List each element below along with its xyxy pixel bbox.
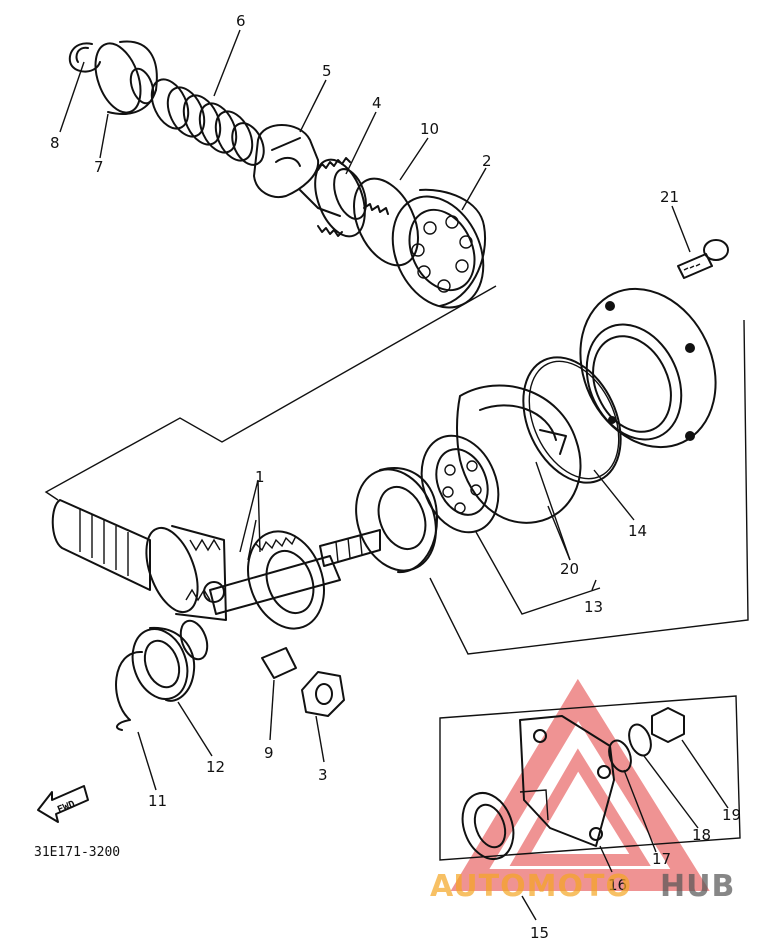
label-part-1: 1 [255, 468, 265, 486]
bearing-12 [131, 619, 209, 702]
part-number-labels: 1 2 3 4 5 6 7 8 9 10 11 12 13 14 15 16 1… [50, 12, 741, 942]
flange-assembly [461, 707, 685, 860]
spring-6 [150, 78, 265, 166]
label-part-7: 7 [94, 158, 104, 176]
label-part-19: 19 [722, 806, 741, 824]
bearing-2 [391, 188, 487, 309]
label-part-18: 18 [692, 826, 711, 844]
circlip-8 [68, 42, 101, 73]
gear-4 [314, 157, 367, 238]
label-part-9: 9 [264, 744, 274, 762]
label-part-8: 8 [50, 134, 60, 152]
fwd-label: FWD [56, 799, 77, 816]
main-shaft-assembly [51, 499, 381, 630]
label-part-11: 11 [148, 792, 167, 810]
group-bracket-13-inner [475, 531, 601, 615]
leader-lines [59, 29, 729, 921]
label-part-20: 20 [560, 560, 579, 578]
group-bracket-upper [44, 285, 497, 501]
label-part-12: 12 [206, 758, 225, 776]
label-part-10: 10 [420, 120, 439, 138]
watermark-text-b: HUB [660, 869, 735, 904]
nut-3 [301, 671, 345, 717]
figure-code: 31E171-3200 [34, 845, 120, 860]
label-part-15: 15 [530, 924, 549, 942]
label-part-6: 6 [236, 12, 246, 30]
fwd-arrow-icon: FWD [37, 785, 89, 823]
label-part-21: 21 [660, 188, 679, 206]
label-part-16: 16 [608, 876, 627, 894]
label-part-2: 2 [482, 152, 492, 170]
collar-7 [94, 40, 158, 115]
upper-shaft-assembly [68, 40, 487, 309]
label-part-14: 14 [628, 522, 647, 540]
cam-follower-5 [253, 124, 341, 217]
label-part-4: 4 [372, 94, 382, 112]
snap-ring-10 [353, 177, 419, 267]
group-box-15-19 [439, 695, 741, 861]
label-part-3: 3 [318, 766, 328, 784]
group-bracket-13 [429, 319, 749, 655]
watermark-text-a: AUTOMOTO [430, 869, 632, 904]
lower-small-parts [115, 619, 345, 731]
label-part-17: 17 [652, 850, 671, 868]
damper-assembly-13 [355, 287, 717, 574]
label-part-13: 13 [584, 598, 603, 616]
bolt-21 [677, 239, 729, 279]
lock-washer-9 [261, 647, 297, 679]
label-part-5: 5 [322, 62, 332, 80]
circlip-11 [115, 650, 143, 731]
watermark-text: AUTOMOTO HUB [430, 869, 735, 904]
